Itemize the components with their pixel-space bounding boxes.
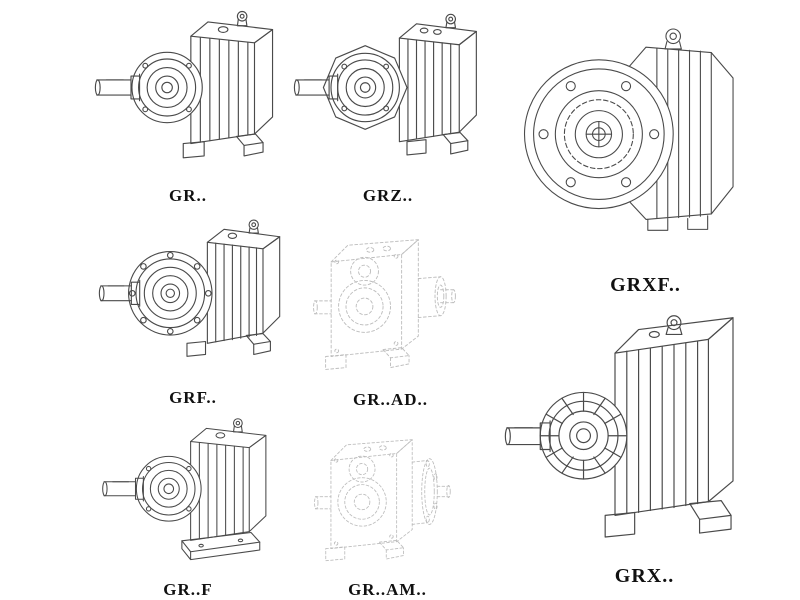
grf-gear-reducer-drawing bbox=[98, 219, 281, 357]
figure-gr-am: GR..AM.. bbox=[285, 412, 490, 600]
grxf-gear-reducer-drawing bbox=[523, 28, 734, 231]
label-grf: GRF.. bbox=[169, 388, 217, 407]
grx-gear-reducer-drawing bbox=[504, 315, 734, 538]
figure-grf: GRF.. bbox=[88, 208, 298, 408]
gr-gear-reducer-drawing bbox=[94, 10, 274, 159]
gr-ad-gear-reducer-drawing bbox=[313, 239, 456, 370]
figure-grx: GRX.. bbox=[492, 302, 797, 597]
label-grx: GRX.. bbox=[614, 564, 675, 587]
label-gr: GR.. bbox=[169, 186, 207, 206]
figure-grz: GRZ.. bbox=[288, 2, 488, 207]
grz-gear-reducer-drawing bbox=[293, 13, 477, 156]
gr-am-gear-reducer-drawing bbox=[313, 439, 451, 562]
figure-grxf: GRXF.. bbox=[498, 0, 793, 300]
label-gr-f: GR..F bbox=[163, 580, 213, 599]
label-grz: GRZ.. bbox=[362, 186, 414, 206]
label-gr-am: GR..AM.. bbox=[348, 580, 427, 599]
figure-gr-ad: GR..AD.. bbox=[288, 210, 493, 410]
figure-gr-f: GR..F bbox=[88, 410, 288, 600]
figure-gr: GR.. bbox=[88, 2, 288, 207]
gr-f-gear-reducer-drawing bbox=[102, 418, 267, 561]
label-grxf: GRXF.. bbox=[610, 274, 681, 296]
label-gr-ad: GR..AD.. bbox=[352, 390, 429, 409]
